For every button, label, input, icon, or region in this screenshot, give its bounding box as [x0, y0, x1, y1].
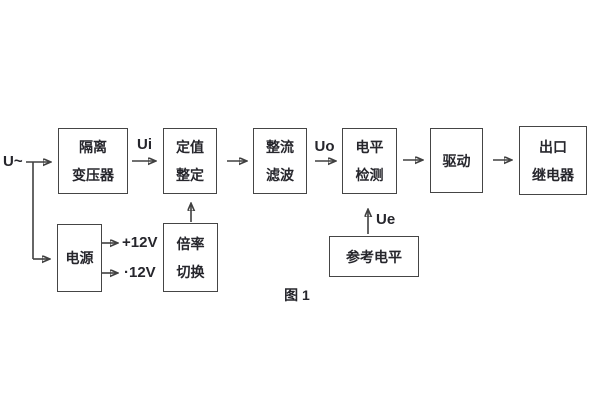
- input-source-label: U~: [3, 153, 23, 170]
- block-rectifier-filter: 整流 滤波: [253, 128, 307, 194]
- block-label: 整定: [176, 167, 204, 183]
- block-label: 隔离: [79, 139, 107, 155]
- block-label: 继电器: [532, 166, 574, 183]
- block-drive: 驱动: [430, 128, 483, 193]
- block-label: 检测: [355, 167, 384, 183]
- block-setpoint-adjust: 定值 整定: [163, 128, 217, 194]
- block-label: 电平: [355, 139, 384, 155]
- block-output-relay: 出口 继电器: [519, 126, 587, 195]
- signal-label-uo: Uo: [314, 138, 335, 155]
- block-label: 出口: [539, 138, 567, 155]
- block-isolation-transformer: 隔离 变压器: [58, 128, 128, 194]
- signal-label-minus12v: ·12V: [124, 264, 156, 281]
- block-label: 电源: [65, 250, 94, 266]
- signal-label-plus12v: +12V: [122, 234, 158, 251]
- block-ratio-switch: 倍率 切换: [163, 223, 218, 292]
- block-label: 参考电平: [346, 248, 402, 265]
- signal-label-ue: Ue: [376, 211, 396, 228]
- block-label: 整流: [266, 139, 294, 155]
- block-power-supply: 电源: [57, 224, 102, 292]
- figure-caption: 图 1: [284, 287, 310, 303]
- block-label: 变压器: [72, 167, 114, 183]
- block-label: 切换: [176, 263, 205, 280]
- block-label: 倍率: [176, 235, 205, 252]
- signal-label-ui: Ui: [137, 136, 152, 153]
- block-level-detection: 电平 检测: [342, 128, 397, 194]
- block-reference-level: 参考电平: [329, 236, 419, 277]
- block-label: 驱动: [442, 152, 471, 169]
- block-label: 定值: [176, 139, 204, 155]
- block-label: 滤波: [266, 167, 294, 183]
